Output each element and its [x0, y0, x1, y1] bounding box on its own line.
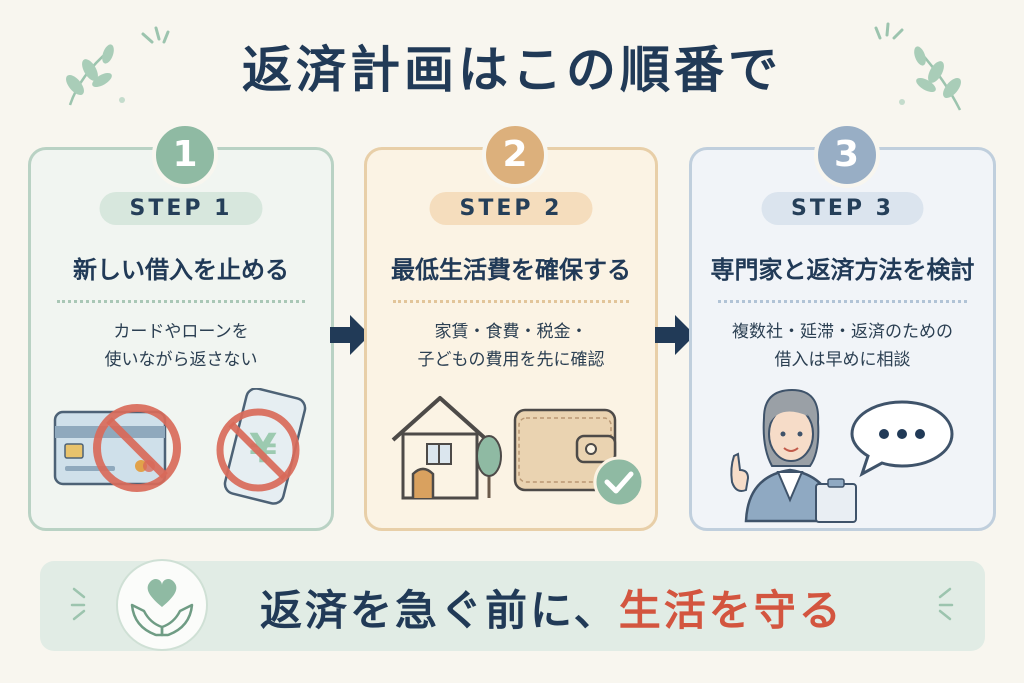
leaf-decoration-right-icon — [899, 46, 962, 111]
step-card-1: 1 STEP 1 新しい借入を止める カードやローンを 使いながら返さない ¥ — [28, 122, 334, 531]
sparkle-lines-left-icon — [141, 26, 170, 44]
description-line: 家賃・食費・税金・ — [434, 322, 588, 342]
step-heading: 最低生活費を確保する — [391, 256, 631, 284]
dotted-divider — [393, 300, 629, 303]
arrow-right-icon — [330, 315, 370, 355]
step-label: STEP 2 — [429, 192, 593, 225]
dotted-divider — [718, 300, 967, 303]
step-illustration — [367, 388, 655, 528]
speech-bubble-icon — [850, 400, 954, 478]
dotted-divider — [57, 300, 305, 303]
step-heading: 専門家と返済方法を検討 — [710, 256, 975, 284]
sparkle-lines-banner-right-icon — [938, 587, 954, 621]
bottom-banner: 返済を急ぐ前に、生活を守る — [40, 559, 985, 651]
step-card-3: 3 STEP 3 専門家と返済方法を検討 複数社・延滞・返済のための 借入は早め… — [689, 122, 996, 531]
step-label: STEP 1 — [99, 192, 263, 225]
banner-text-emphasis: 生活を守る — [618, 586, 844, 635]
banner-message: 返済を急ぐ前に、生活を守る — [260, 577, 844, 638]
advisor-person-icon — [730, 388, 857, 523]
page-title: 返済計画はこの順番で — [242, 41, 782, 99]
step-label: STEP 3 — [761, 192, 924, 225]
step-illustration: ¥ — [31, 388, 331, 528]
smartphone-yen-prohibited-icon: ¥ — [216, 388, 307, 505]
house-icon — [391, 396, 502, 500]
description-line: 使いながら返さない — [104, 350, 258, 370]
description-line: カードやローンを — [113, 322, 249, 342]
step-description: 複数社・延滞・返済のための 借入は早めに相談 — [692, 318, 993, 374]
sparkle-lines-banner-left-icon — [70, 587, 86, 621]
step-number-badge: 2 — [482, 122, 548, 188]
step-illustration — [692, 388, 993, 528]
wallet-check-icon — [513, 408, 645, 508]
description-line: 子どもの費用を先に確認 — [417, 350, 605, 370]
heart-in-hands-icon — [116, 559, 208, 651]
step-description: 家賃・食費・税金・ 子どもの費用を先に確認 — [367, 318, 655, 374]
step-description: カードやローンを 使いながら返さない — [31, 318, 331, 374]
step-heading: 新しい借入を止める — [73, 256, 289, 284]
step-number-badge: 1 — [152, 122, 218, 188]
leaf-decoration-left-icon — [66, 44, 125, 106]
sparkle-lines-right-icon — [874, 22, 904, 40]
description-line: 複数社・延滞・返済のための — [732, 322, 953, 342]
arrow-right-icon — [655, 315, 695, 355]
credit-card-prohibited-icon — [53, 404, 181, 492]
description-line: 借入は早めに相談 — [774, 350, 911, 370]
step-card-2: 2 STEP 2 最低生活費を確保する 家賃・食費・税金・ 子どもの費用を先に確… — [364, 122, 658, 531]
step-number-badge: 3 — [813, 122, 880, 188]
banner-text-main: 返済を急ぐ前に、 — [260, 586, 619, 635]
